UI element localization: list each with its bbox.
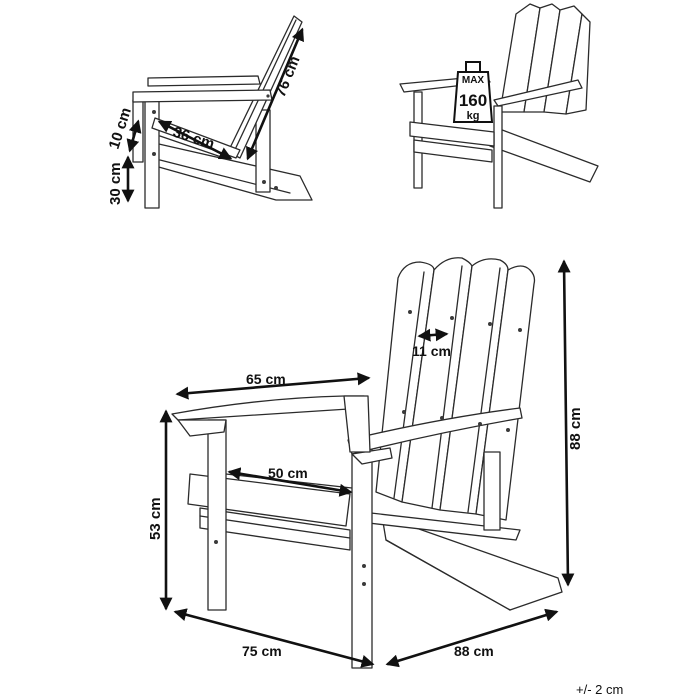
dim-label-seat-width: 50 cm	[268, 465, 308, 481]
dim-label-slat-width: 11 cm	[412, 343, 451, 359]
tolerance-note: +/- 2 cm	[576, 682, 623, 697]
dim-label-arm-height: 53 cm	[147, 497, 164, 540]
weight-badge-unit: kg	[467, 110, 480, 122]
dim-label-side-30: 30 cm	[107, 162, 124, 205]
dim-label-arm-width: 65 cm	[246, 371, 286, 387]
dim-label-depth: 88 cm	[454, 643, 494, 659]
weight-badge-max-label: MAX	[462, 75, 485, 86]
weight-capacity-badge: MAX 160 kg	[452, 61, 494, 123]
weight-capacity-view	[399, 3, 599, 209]
main-dimension-lines	[159, 259, 575, 668]
dim-label-height: 88 cm	[567, 407, 584, 450]
dim-label-width: 75 cm	[242, 643, 282, 659]
side-view-drawing	[132, 15, 313, 209]
main-chair-drawing	[171, 257, 563, 669]
side-view-dimension-lines	[121, 27, 304, 203]
weight-badge-value: 160	[459, 91, 487, 110]
